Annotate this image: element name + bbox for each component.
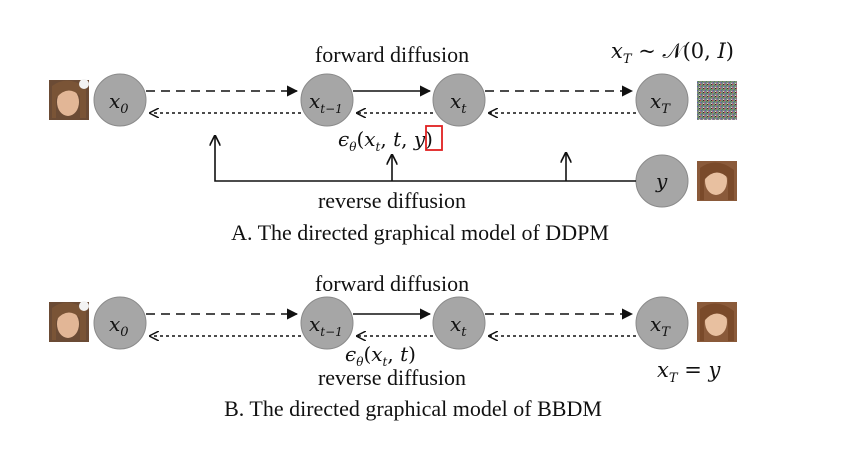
forward-label-b: forward diffusion: [315, 271, 469, 296]
prior-formula: xT ~ 𝒩(0, I): [611, 39, 734, 67]
node-xt-minus-1-b: [300, 296, 354, 350]
endpoint-formula: xT = y: [657, 358, 721, 386]
condition-path-a: [215, 136, 636, 182]
target-face-thumbnail-b: [697, 302, 737, 342]
label-xt-minus-1-a: xt−1: [309, 89, 343, 116]
reverse-label-b: reverse diffusion: [318, 365, 466, 390]
node-xt-a: [432, 73, 486, 127]
panel-b: x0 xt−1 xt xT forward diffusion reverse …: [49, 271, 737, 421]
highlight-box-y: [425, 125, 443, 151]
node-x0-a: [93, 73, 147, 127]
caption-b: B. The directed graphical model of BBDM: [224, 396, 602, 421]
source-face-thumbnail-b: [49, 301, 89, 342]
node-xt-minus-1-a: [300, 73, 354, 127]
node-xT-a: [635, 73, 689, 127]
source-face-thumbnail-a: [49, 79, 89, 120]
panel-a: x0 xt−1 xt xT y forward diffusion revers…: [49, 39, 737, 245]
label-y-a: y: [655, 169, 668, 193]
reverse-label-a: reverse diffusion: [318, 188, 466, 213]
node-xT-b: [635, 296, 689, 350]
target-face-thumbnail-a: [697, 161, 737, 201]
node-xt-b: [432, 296, 486, 350]
caption-a: A. The directed graphical model of DDPM: [231, 220, 609, 245]
noise-thumbnail: [697, 81, 737, 120]
noise-predictor-a: ϵθ(xt, t, y): [338, 127, 433, 154]
forward-label-a: forward diffusion: [315, 42, 469, 67]
node-x0-b: [93, 296, 147, 350]
noise-predictor-b: ϵθ(xt, t): [345, 342, 416, 369]
